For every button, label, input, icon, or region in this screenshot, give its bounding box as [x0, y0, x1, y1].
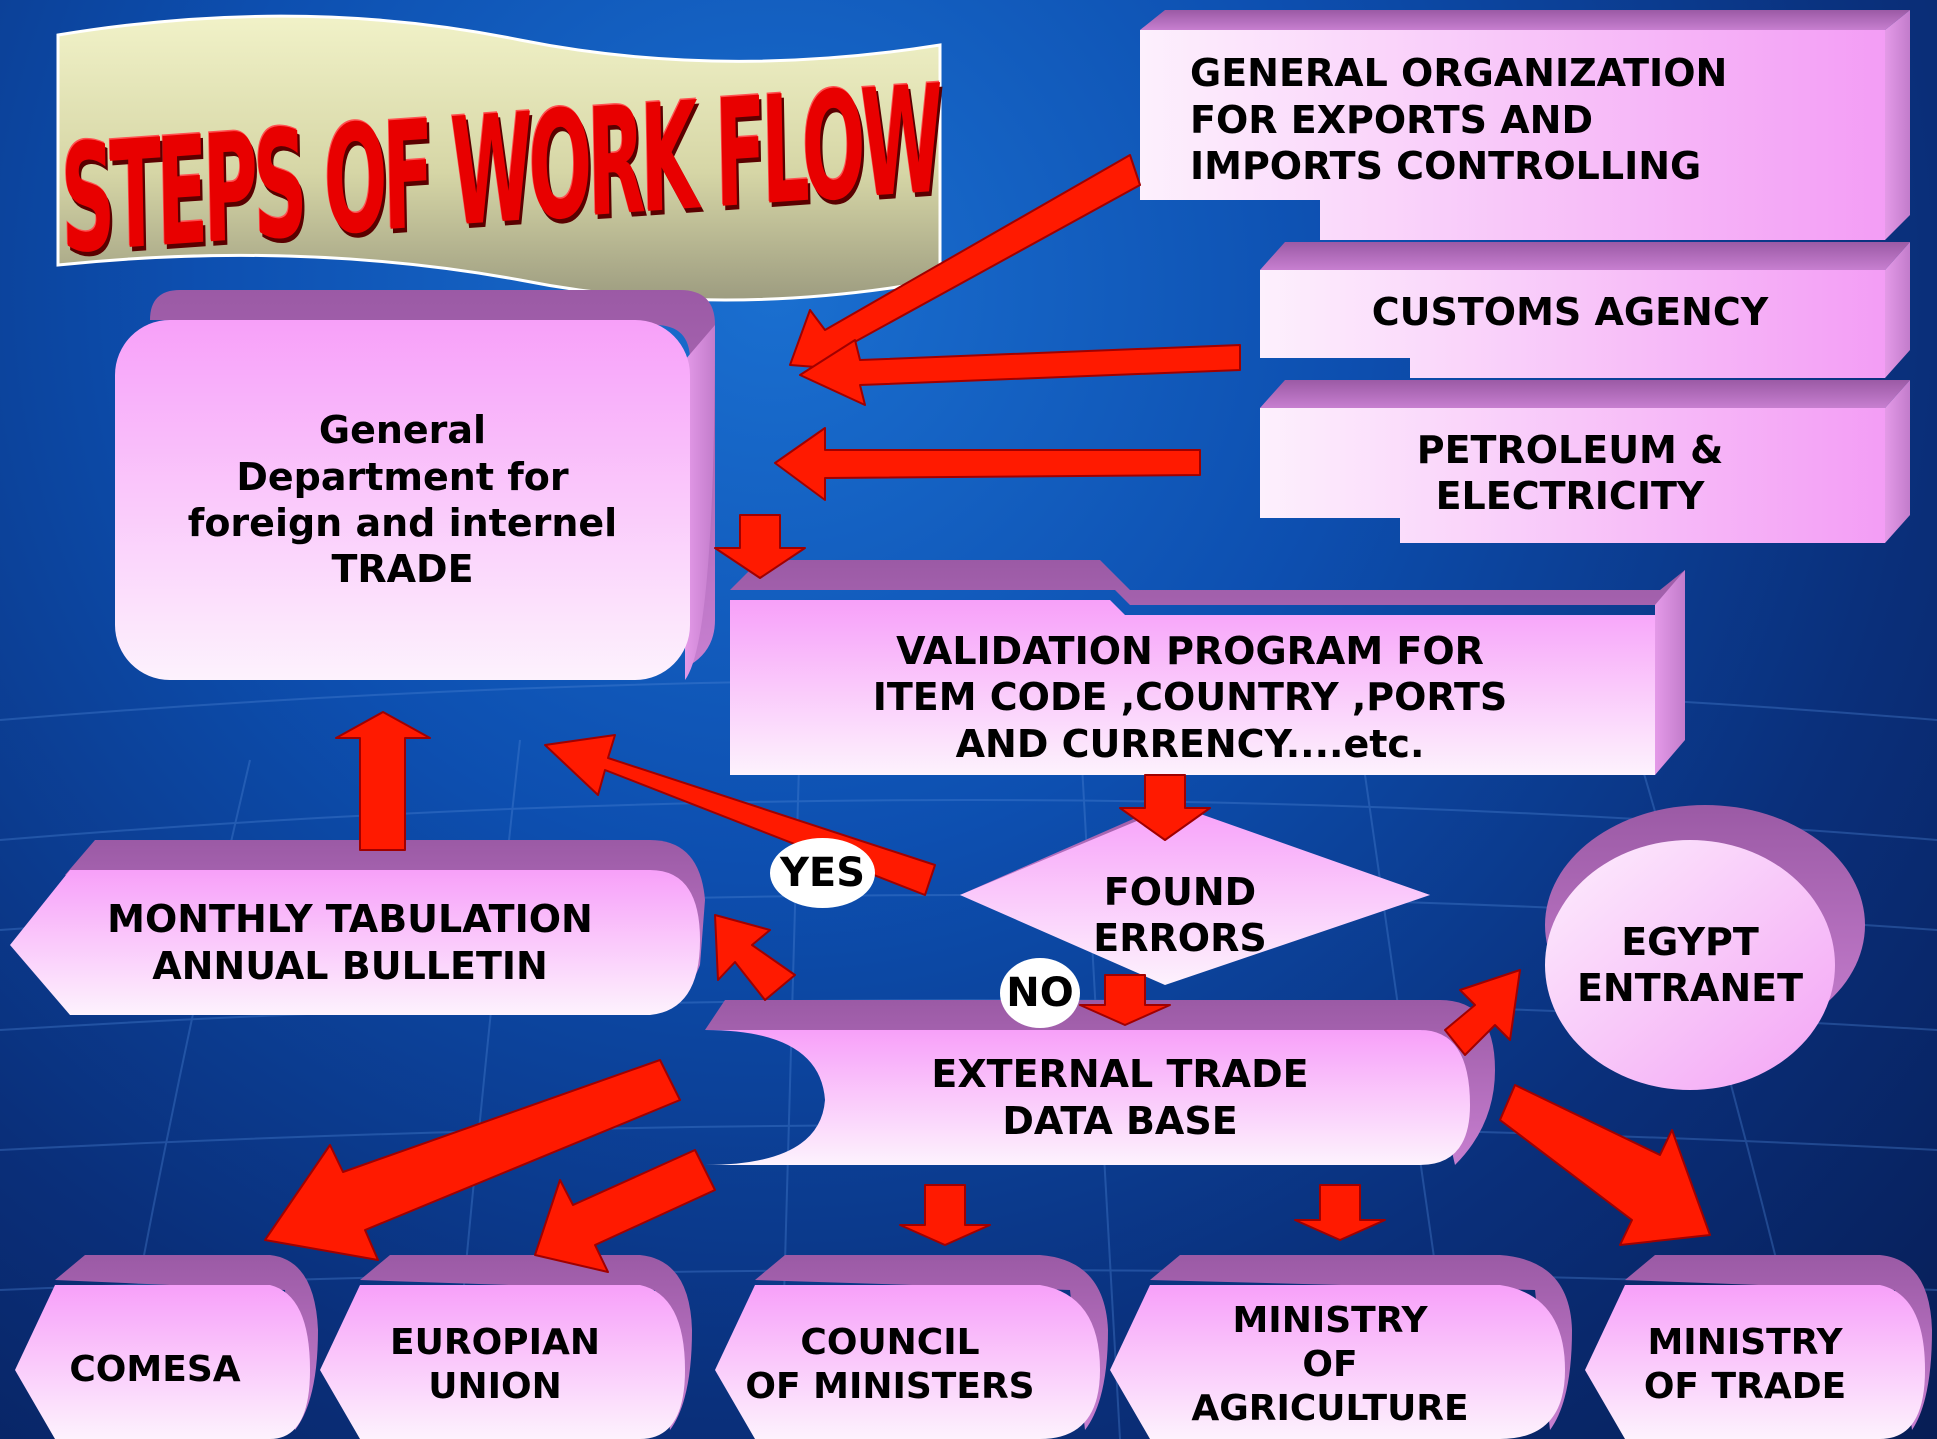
arrow-validation-to-errors — [1119, 774, 1211, 841]
customs-agency-label: CUSTOMS AGENCY — [1371, 290, 1769, 335]
external-trade-db-label: EXTERNAL TRADE DATA BASE — [931, 1052, 1309, 1143]
arrow-database-to-comesa — [264, 1059, 681, 1261]
petroleum-box — [1260, 380, 1910, 543]
arrow-database-to-agriculture — [1294, 1184, 1386, 1241]
petroleum-label: PETROLEUM & ELECTRICITY — [1416, 427, 1724, 518]
europian-union-label: EUROPIAN UNION — [390, 1322, 600, 1407]
general-organization-box — [1140, 10, 1910, 240]
arrow-customs-to-department — [799, 339, 1241, 406]
ministry-of-trade-box — [1585, 1255, 1932, 1439]
external-trade-db-box — [705, 1000, 1495, 1165]
arrow-department-to-validation — [714, 514, 806, 579]
arrow-petroleum-to-department — [774, 427, 1201, 501]
arrow-database-to-union — [534, 1149, 716, 1273]
arrow-database-to-monthly — [714, 914, 796, 1001]
no-badge: NO — [1000, 958, 1080, 1028]
customs-agency-box — [1260, 242, 1910, 378]
ministry-of-agriculture-label: MINISTRY OF AGRICULTURE — [1191, 1300, 1469, 1429]
general-department-box — [115, 290, 715, 680]
monthly-tabulation-box — [10, 840, 705, 1015]
egypt-entranet-label: EGYPT ENTRANET — [1576, 919, 1804, 1010]
found-errors-label: FOUND ERRORS — [1093, 869, 1267, 960]
council-of-ministers-box — [715, 1255, 1108, 1439]
arrow-database-to-trade — [1499, 1084, 1711, 1246]
found-errors-diamond — [960, 805, 1430, 985]
page-title: STEPS OF WORK FLOW — [59, 52, 941, 288]
comesa-box — [15, 1255, 318, 1439]
monthly-tabulation-label: MONTHLY TABULATION ANNUAL BULLETIN — [107, 897, 593, 988]
council-of-ministers-label: COUNCIL OF MINISTERS — [745, 1322, 1035, 1407]
arrow-database-to-council — [899, 1184, 991, 1246]
validation-program-label: VALIDATION PROGRAM FOR ITEM CODE ,COUNTR… — [872, 628, 1508, 766]
comesa-label: COMESA — [69, 1349, 241, 1391]
general-organization-label: GENERAL ORGANIZATION FOR EXPORTS AND IMP… — [1190, 51, 1728, 189]
arrow-monthly-to-department — [335, 711, 431, 851]
europian-union-box — [320, 1255, 692, 1439]
ministry-of-agriculture-box — [1110, 1255, 1572, 1439]
arrow-database-to-entranet — [1444, 969, 1521, 1056]
yes-badge: YES — [770, 838, 875, 908]
validation-program-box — [730, 560, 1685, 775]
ministry-of-trade-label: MINISTRY OF TRADE — [1643, 1322, 1847, 1407]
arrow-errors-no-to-database — [1079, 974, 1171, 1026]
general-department-label: General Department for foreign and inter… — [187, 408, 618, 592]
egypt-entranet-ellipse — [1545, 805, 1865, 1090]
